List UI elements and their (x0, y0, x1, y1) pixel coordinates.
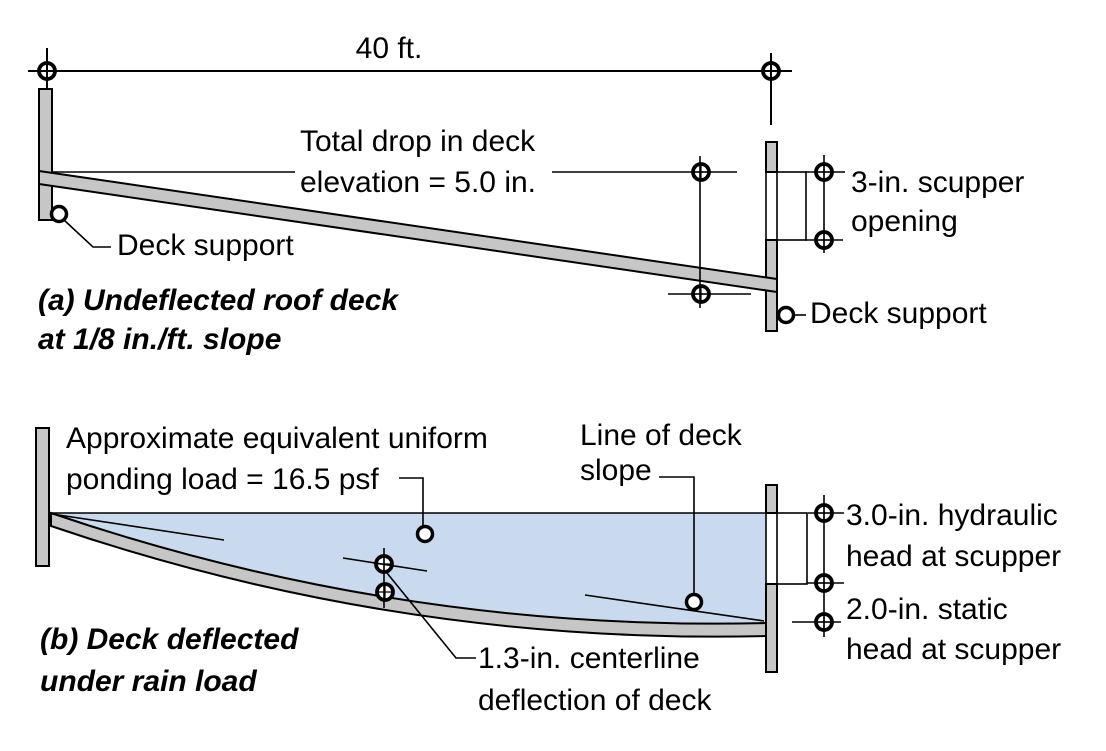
deck-support-label-left: Deck support (117, 229, 294, 262)
line-of-deck-slope (51, 513, 765, 622)
static-head-label-line2: head at scupper (846, 633, 1062, 666)
caption-a-line1: (a) Undeflected roof deck (38, 284, 399, 317)
slope-leader-circle-icon (684, 592, 704, 612)
slope-leader (659, 476, 695, 593)
caption-b-line2: under rain load (40, 665, 257, 698)
ponding-load-label-line1: Approximate equivalent uniform (66, 422, 488, 455)
deflection-label-line2: deflection of deck (478, 684, 712, 717)
scupper-dim-dashes (805, 171, 845, 241)
total-drop-label-line1: Total drop in deck (300, 125, 536, 158)
caption-a-line2: at 1/8 in./ft. slope (38, 323, 282, 356)
deck-slope-label-line1: Line of deck (580, 419, 742, 452)
wall-left-b (35, 427, 50, 567)
hydraulic-head-label-line2: head at scupper (846, 540, 1062, 573)
support-leader-left (63, 219, 111, 248)
wall-right-b-upper (765, 484, 778, 514)
static-head-label-line1: 2.0-in. static (846, 593, 1008, 626)
deck-support-circle-icon (49, 204, 69, 224)
deck-a (38, 169, 778, 294)
scupper-label-line1: 3-in. scupper (851, 166, 1025, 199)
deflection-leader (386, 572, 476, 659)
wall-right-b-lower (765, 583, 778, 673)
caption-b-line1: (b) Deck deflected (40, 623, 299, 656)
wall-left-a (38, 88, 53, 221)
hydraulic-head-label-line1: 3.0-in. hydraulic (846, 499, 1058, 532)
ponding-leader-circle-icon (415, 524, 435, 544)
dimension-lines (28, 48, 845, 659)
deck-support-label-right: Deck support (810, 297, 987, 330)
total-drop-label-line2: elevation = 5.0 in. (300, 166, 537, 199)
span-label: 40 ft. (355, 32, 423, 65)
scupper-rect-b (776, 512, 808, 585)
deflection-label-line1: 1.3-in. centerline (478, 642, 700, 675)
ponding-load-label-line2: ponding load = 16.5 psf (66, 463, 379, 496)
wall-right-a-upper (765, 141, 778, 173)
scupper-label-line2: opening (851, 205, 958, 238)
ponding-leader (399, 477, 424, 525)
leader-circles (49, 204, 796, 612)
deck-support-circle-icon (776, 305, 796, 325)
deck-slope-label-line2: slope (580, 454, 652, 487)
panel-a-shapes (38, 88, 807, 332)
scupper-rect-a (776, 171, 807, 241)
head-dim-dashes (792, 512, 844, 623)
